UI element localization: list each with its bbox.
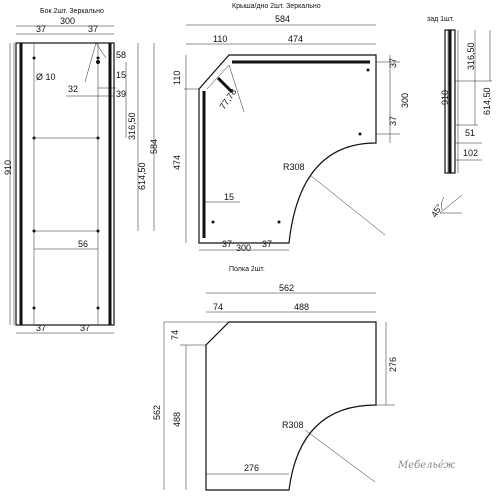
side-panel-outline [15,42,115,326]
roof-radius: R308 [283,162,305,172]
shelf-d488-top: 488 [294,302,309,312]
back-panel-caption: зад 1шт. [427,16,454,23]
shelf-d276-right: 276 [388,357,398,372]
shelf-panel-outline [205,321,377,491]
shelf-width-dim: 562 [279,283,294,293]
roof-panel-caption: Крыша/дно 2шт. Зеркально [232,3,321,10]
roof-width-dim: 584 [275,14,290,24]
back-panel: зад 1шт. 910 316,50 614,50 51 102 45° [427,16,492,219]
roof-right-37b: 37 [388,116,398,126]
side-top-left-dim: 37 [36,24,46,34]
roof-panel-outline [198,54,377,244]
side-d15: 15 [116,70,126,80]
back-d51: 51 [465,128,475,138]
shelf-height-dim: 562 [152,405,162,420]
back-d102: 102 [463,148,478,158]
roof-d110-top: 110 [213,34,227,44]
side-bottom-left-dim: 37 [36,323,46,333]
roof-d474-left: 474 [172,155,182,170]
shelf-d74-top: 74 [213,302,223,312]
roof-d110-left: 110 [172,71,182,85]
shelf-panel-caption: Полка 2шт. [229,266,265,273]
side-d316: 316,50 [127,112,137,140]
back-height-dim: 910 [440,90,450,105]
side-panel-caption: Бок 2шт. Зеркально [40,8,104,15]
roof-diag-dim: 77,78 [217,87,238,111]
side-d584: 584 [149,139,159,154]
back-angle: 45° [429,202,445,219]
brand-logo: Мебельéж [397,460,456,471]
back-d614: 614,50 [482,87,492,115]
side-bottom-right-dim: 37 [80,323,90,333]
side-d614: 614,50 [137,162,147,190]
roof-panel: Крыша/дно 2шт. Зеркально 584 110 474 77,… [172,3,410,253]
roof-right-37a: 37 [388,58,398,68]
side-width-dim: 300 [60,16,75,26]
shelf-radius: R308 [282,420,304,430]
back-d316: 316,50 [466,42,476,70]
side-top-right-dim: 37 [88,24,98,34]
side-height-dim: 910 [3,160,13,175]
side-panel: Бок 2шт. Зеркально 300 37 37 Ø 10 58 15 … [3,8,159,334]
side-hole [96,60,100,64]
roof-bottom-300: 300 [236,243,251,253]
roof-d474-top: 474 [288,34,303,44]
side-d32: 32 [68,84,78,94]
side-d58: 58 [116,50,126,60]
side-hole-dia: Ø 10 [36,72,56,82]
roof-right-300: 300 [400,93,410,108]
roof-bottom-37a: 37 [222,239,232,249]
shelf-panel: Полка 2шт. 562 74 488 74 562 488 276 276… [152,266,398,491]
roof-d15: 15 [224,192,234,202]
shelf-d276-bottom: 276 [244,463,259,473]
roof-bottom-37b: 37 [262,239,272,249]
shelf-d488-left: 488 [172,412,182,427]
side-d56: 56 [78,239,88,249]
shelf-d74-left: 74 [170,330,180,340]
side-d39: 39 [116,89,126,99]
